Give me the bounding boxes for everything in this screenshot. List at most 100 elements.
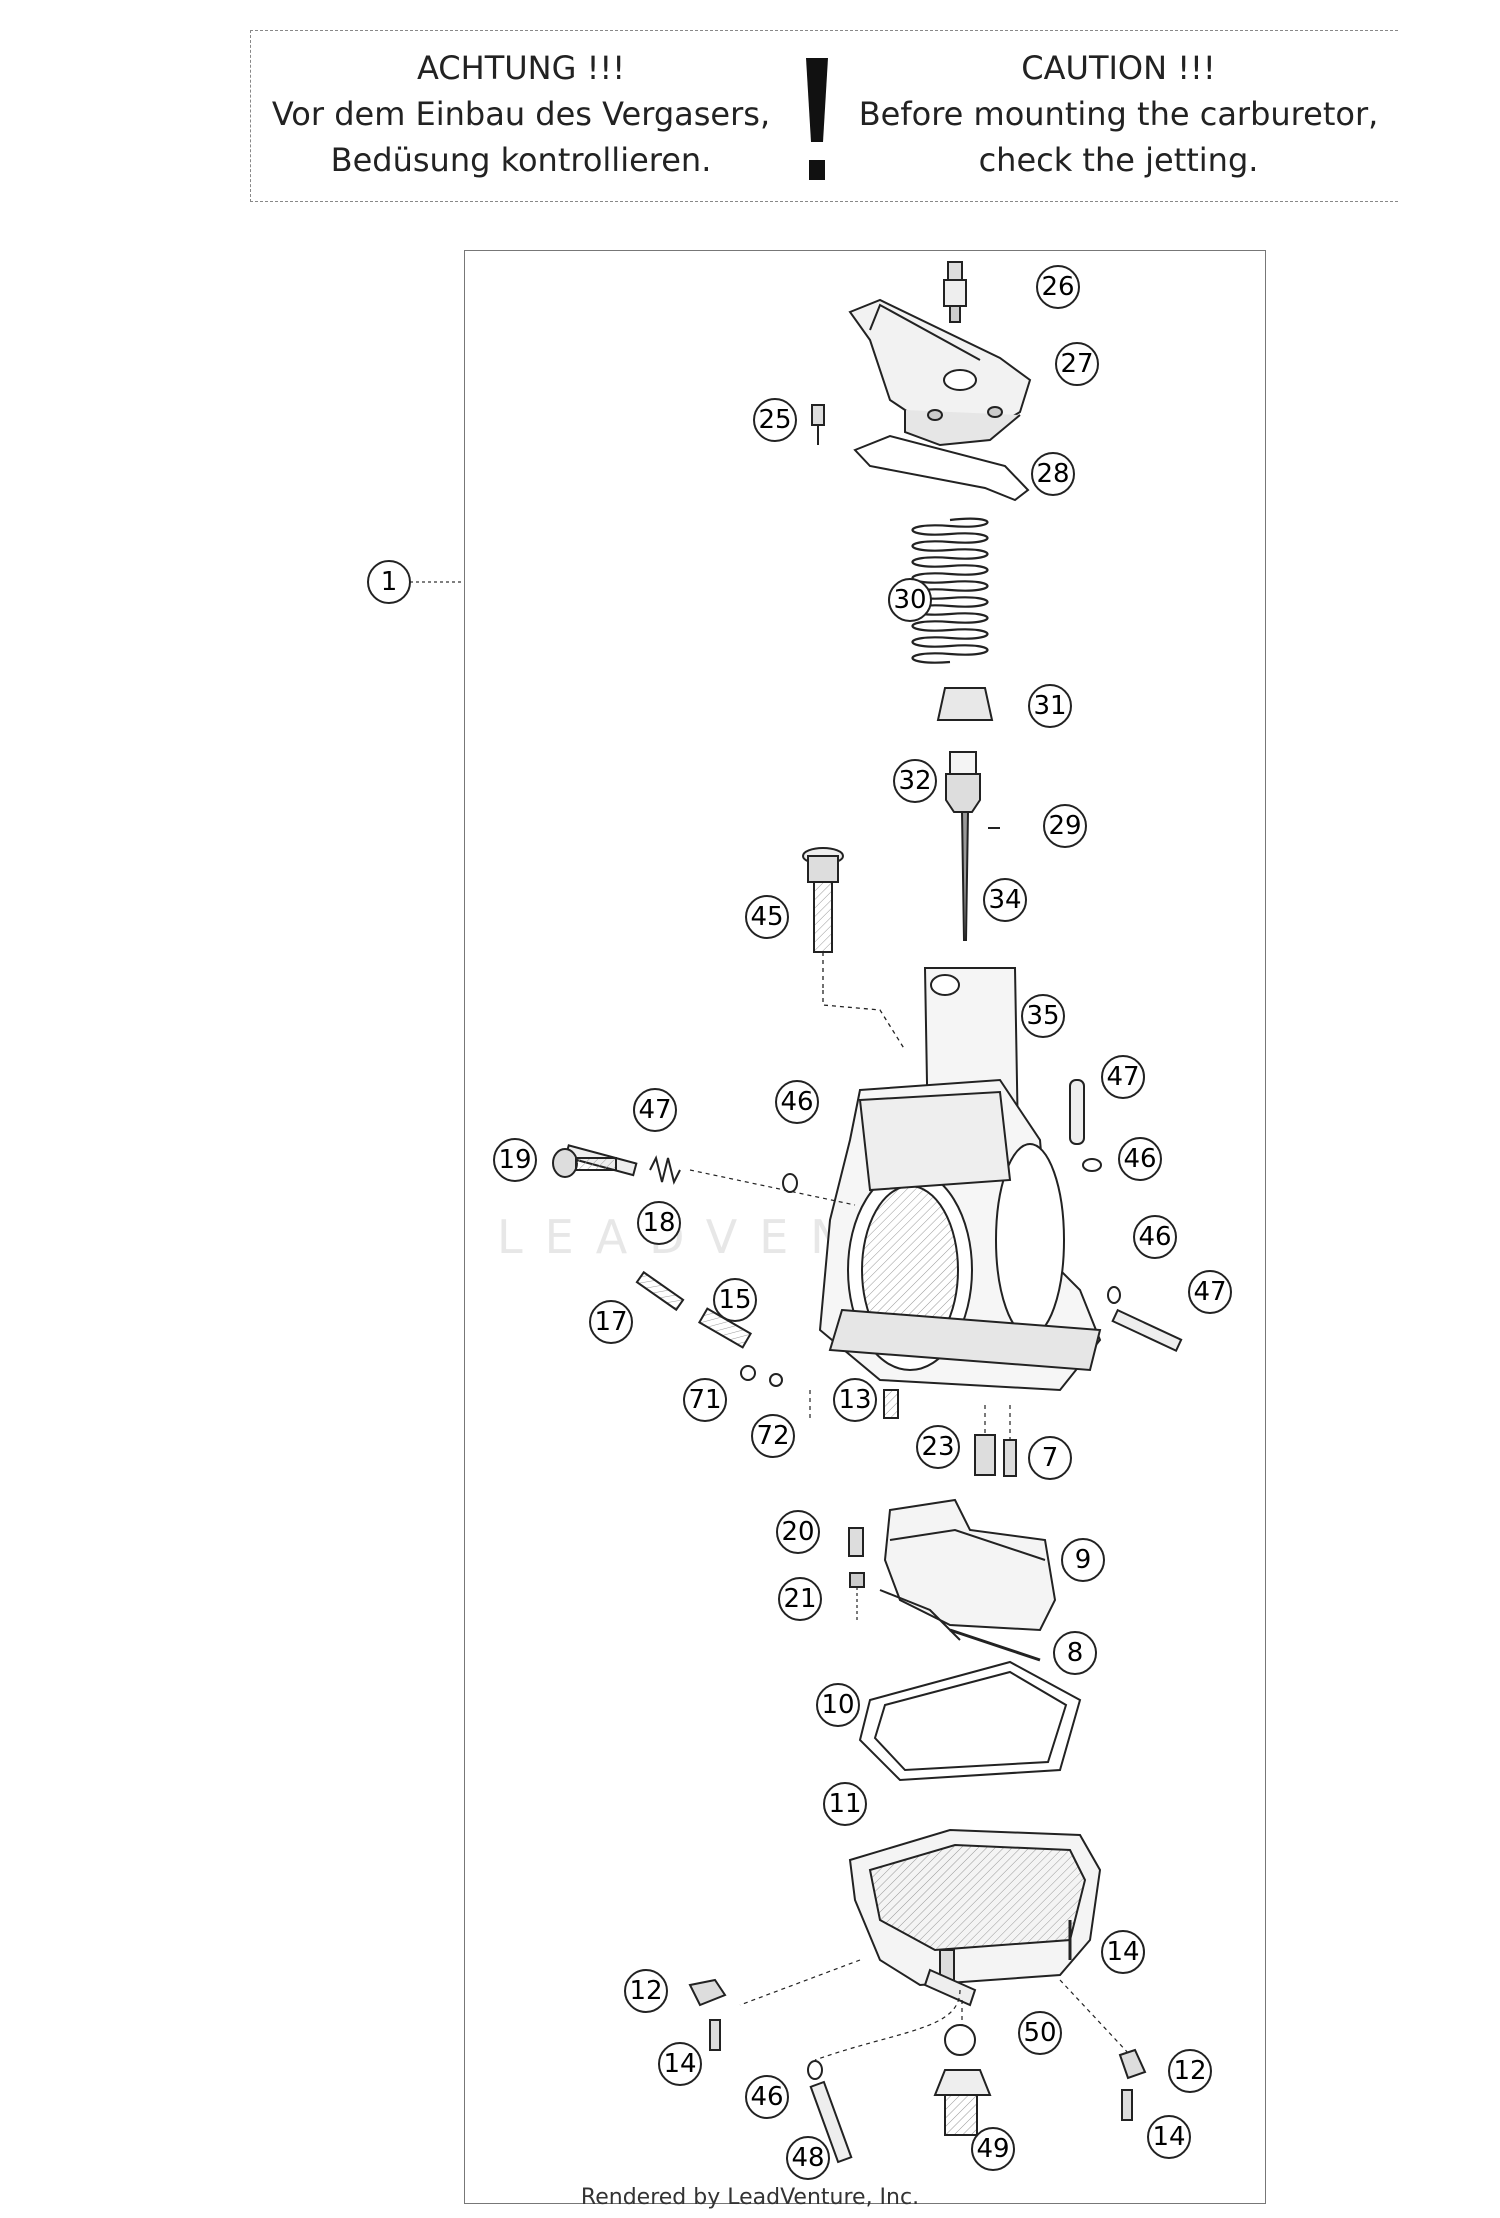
callout-label: 35 [1026, 1001, 1059, 1031]
part-float-valve-seat [848, 1527, 864, 1557]
callout-label: 23 [921, 1432, 954, 1462]
callout-label: 32 [898, 766, 931, 796]
callout-label: 29 [1048, 811, 1081, 841]
callout-30: 30 [888, 578, 932, 622]
callout-35: 35 [1021, 994, 1065, 1038]
callout-label: 46 [1123, 1144, 1156, 1174]
part-float [879, 1498, 1057, 1641]
callout-label: 71 [688, 1385, 721, 1415]
part-drain-plug [933, 2069, 992, 2136]
callout-14-right: 14 [1101, 1930, 1145, 1974]
part-jet-17 [635, 1270, 685, 1312]
part-air-screw [552, 1148, 617, 1178]
callout-label: 15 [718, 1285, 751, 1315]
part-idle-screw [802, 847, 844, 990]
part-tube-right [1069, 1079, 1085, 1145]
part-carburetor-body [818, 1078, 1102, 1392]
callout-26: 26 [1036, 265, 1080, 309]
callout-label: 34 [988, 885, 1021, 915]
callout-14-left: 14 [658, 2042, 702, 2086]
caution-english-title: CAUTION !!! [1021, 49, 1216, 87]
part-oring-b [1082, 1158, 1102, 1172]
callout-label: 31 [1033, 691, 1066, 721]
callout-label: 12 [629, 1976, 662, 2006]
part-air-screw-spring [649, 1155, 681, 1185]
part-needle-holder [945, 751, 981, 813]
callout-18: 18 [637, 1201, 681, 1245]
callout-label: 45 [750, 902, 783, 932]
part-jet-7 [1003, 1439, 1017, 1477]
caution-german-line-2: Bedüsung kontrollieren. [330, 141, 712, 179]
part-oring-c [1107, 1286, 1121, 1304]
callout-label: 21 [783, 1584, 816, 1614]
part-screw-14c [1121, 2089, 1133, 2121]
callout-14-bottom: 14 [1147, 2115, 1191, 2159]
callout-label: 30 [893, 585, 926, 615]
caution-german-line-1: Vor dem Einbau des Vergasers, [271, 95, 771, 133]
callout-label: 18 [642, 1208, 675, 1238]
callout-label: 12 [1173, 2056, 1206, 2086]
callout-label: 47 [1193, 1277, 1226, 1307]
callout-label: 49 [976, 2134, 1009, 2164]
part-bracket-12a [688, 1978, 727, 2007]
callout-48: 48 [786, 2136, 830, 2180]
part-oring-50 [944, 2024, 976, 2056]
callout-20: 20 [776, 1510, 820, 1554]
callout-label: 8 [1067, 1638, 1084, 1668]
callout-46-bottom: 46 [745, 2075, 789, 2119]
caution-english-line-1: Before mounting the carburetor, [858, 95, 1379, 133]
callout-47-left: 47 [633, 1088, 677, 1132]
part-ring-71 [740, 1365, 756, 1381]
callout-7: 7 [1028, 1436, 1072, 1480]
part-bowl-gasket [858, 1660, 1082, 1782]
part-float-needle [849, 1572, 865, 1588]
part-jet-needle [960, 811, 970, 941]
callout-label: 7 [1042, 1443, 1059, 1473]
callout-34: 34 [983, 878, 1027, 922]
callout-label: 11 [828, 1789, 861, 1819]
callout-label: 14 [1106, 1937, 1139, 1967]
callout-17: 17 [589, 1300, 633, 1344]
callout-47-lower: 47 [1188, 1270, 1232, 1314]
callout-12-left: 12 [624, 1969, 668, 2013]
callout-1: 1 [367, 560, 411, 604]
callout-46-right: 46 [1118, 1137, 1162, 1181]
callout-label: 50 [1023, 2018, 1056, 2048]
part-jet-23 [974, 1434, 996, 1476]
callout-32: 32 [893, 759, 937, 803]
caution-notice: ACHTUNG !!! Vor dem Einbau des Vergasers… [250, 30, 1398, 202]
callout-label: 14 [1152, 2122, 1185, 2152]
callout-label: 1 [381, 567, 398, 597]
callout-label: 46 [780, 1087, 813, 1117]
callout-13: 13 [833, 1378, 877, 1422]
callout-label: 47 [1106, 1062, 1139, 1092]
callout-21: 21 [778, 1577, 822, 1621]
part-nipple [943, 261, 967, 323]
callout-label: 14 [663, 2049, 696, 2079]
exclamation-icon [806, 58, 828, 180]
callout-25: 25 [753, 398, 797, 442]
part-ring-72 [769, 1373, 783, 1387]
callout-label: 48 [791, 2143, 824, 2173]
callout-46-lower: 46 [1133, 1215, 1177, 1259]
callout-72: 72 [751, 1414, 795, 1458]
callout-27: 27 [1055, 342, 1099, 386]
part-jet-13 [883, 1389, 899, 1419]
part-oring-d [807, 2060, 823, 2080]
callout-label: 28 [1036, 459, 1069, 489]
part-cap-screw [811, 404, 825, 445]
callout-label: 25 [758, 405, 791, 435]
callout-47-right: 47 [1101, 1055, 1145, 1099]
callout-label: 17 [594, 1307, 627, 1337]
callout-8: 8 [1053, 1631, 1097, 1675]
caution-english-line-2: check the jetting. [978, 141, 1259, 179]
part-slide-spring [911, 517, 989, 664]
callout-46-left: 46 [775, 1080, 819, 1124]
part-cap-gasket [853, 434, 1030, 502]
callout-label: 47 [638, 1095, 671, 1125]
part-drain-hose [809, 2080, 853, 2164]
callout-23: 23 [916, 1425, 960, 1469]
callout-10: 10 [816, 1683, 860, 1727]
part-float-pin [949, 1628, 1041, 1662]
